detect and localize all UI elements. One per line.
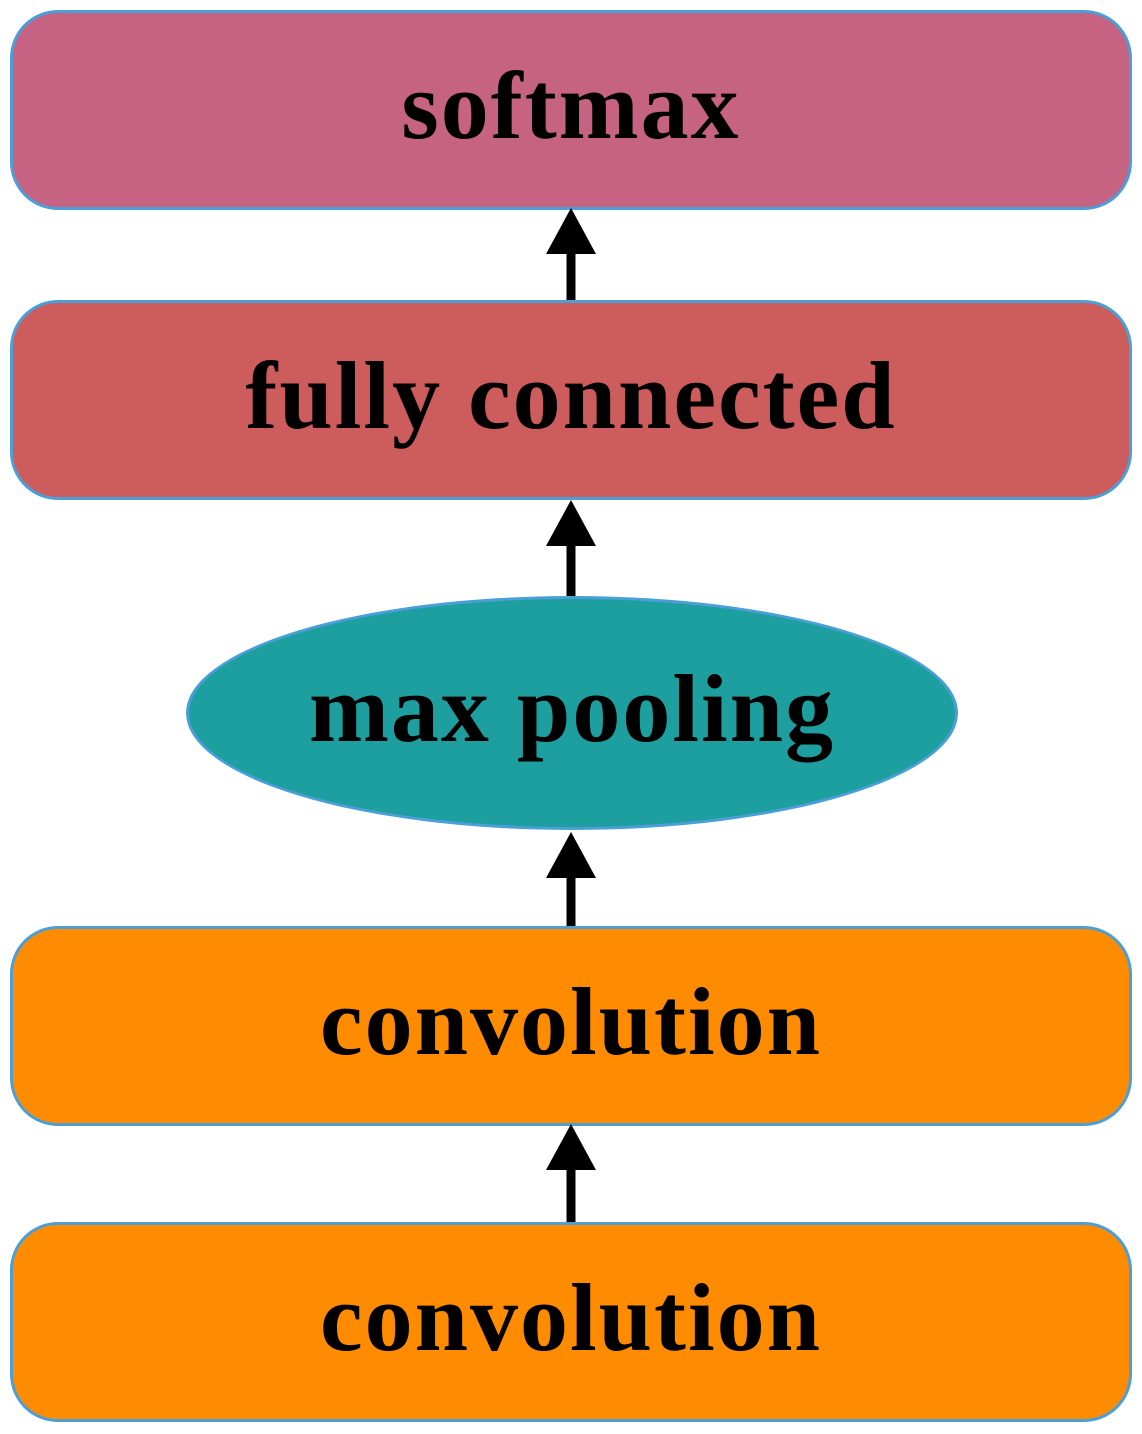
convolution-layer-1-label: convolution [319,1264,823,1371]
max-pooling-layer-label: max pooling [308,655,836,762]
fully-connected-layer-box: fully connected [10,300,1132,500]
convolution-layer-2-label: convolution [319,968,823,1075]
arrow-conv1-to-conv2 [546,1124,596,1222]
arrow-fc-to-softmax [546,208,596,300]
softmax-layer-box: softmax [10,10,1132,210]
convolution-layer-2-box: convolution [10,926,1132,1126]
arrow-pool-to-fc [546,500,596,596]
softmax-layer-label: softmax [401,52,741,159]
fully-connected-layer-label: fully connected [245,342,897,449]
arrow-conv2-to-pool [546,832,596,926]
max-pooling-layer-ellipse: max pooling [186,596,958,830]
convolution-layer-1-box: convolution [10,1222,1132,1422]
